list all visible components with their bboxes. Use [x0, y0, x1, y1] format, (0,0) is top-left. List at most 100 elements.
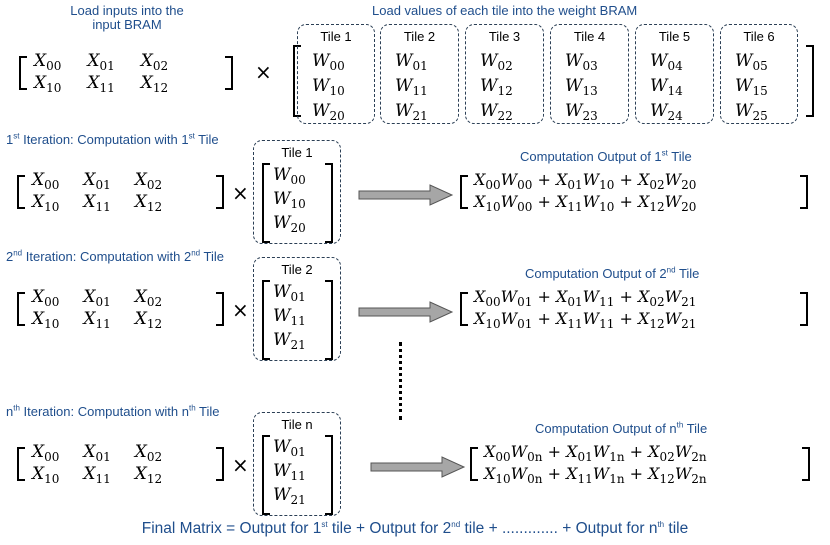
math-symbol: W13 — [565, 76, 598, 98]
math-symbol: X12 — [134, 464, 163, 486]
plus-sign: + — [542, 442, 567, 461]
output-left-bracket — [460, 175, 468, 209]
math-symbol: W11 — [273, 306, 306, 328]
title-part: Iteration: Computation with 2 — [22, 249, 192, 264]
math-symbol: W21 — [273, 485, 306, 507]
math-symbol: X00 — [32, 170, 60, 192]
weight-cell: W20 — [312, 99, 345, 124]
math-symbol: X00 — [32, 287, 60, 309]
final-matrix-caption: Final Matrix = Output for 1st tile + Out… — [0, 520, 830, 538]
math-symbol: W20 — [664, 192, 697, 214]
math-symbol: W01 — [273, 282, 306, 304]
iteration-title: 1st Iteration: Computation with 1st Tile — [6, 131, 219, 147]
math-symbol: X01 — [566, 442, 593, 464]
weight-cell: W10 — [312, 74, 345, 99]
math-symbol: W21 — [664, 287, 697, 309]
weight-cell: W11 — [395, 74, 428, 99]
title-part: Tile — [194, 132, 219, 147]
tile-label: Tile 2 — [403, 29, 436, 44]
weight-cell: W00 — [312, 49, 345, 74]
output-right-bracket — [802, 447, 810, 481]
weight-cell: W21 — [395, 99, 428, 124]
output-caption: Computation Output of 2nd Tile — [525, 266, 699, 281]
weight-cell: W22 — [480, 99, 513, 124]
math-symbol: W10 — [273, 189, 306, 211]
math-symbol: X10 — [474, 309, 501, 331]
final-part-2: tile + Output for 2 — [327, 520, 452, 537]
math-symbol: W21 — [273, 330, 306, 352]
output-caption: Computation Output of nth Tile — [535, 421, 707, 436]
math-symbol: W10 — [312, 76, 345, 98]
matrix-row: X10W00 + X11W10 + X12W20 — [474, 191, 696, 213]
math-symbol: W01 — [500, 287, 533, 309]
math-symbol: X11 — [83, 192, 111, 214]
math-symbol: X10 — [484, 464, 511, 486]
weight-cell: W14 — [650, 74, 683, 99]
final-part-4: tile — [664, 520, 689, 537]
title-part: nd — [191, 248, 201, 258]
tile-label: Tile 2 — [281, 262, 313, 277]
arrow-right-icon — [358, 301, 454, 323]
title-part: th — [189, 403, 196, 413]
weight-bram-caption: Load values of each tile into the weight… — [372, 3, 638, 18]
math-symbol: W22 — [480, 101, 513, 123]
math-symbol: X12 — [637, 309, 665, 331]
math-symbol: W23 — [565, 101, 598, 123]
output-caption: Computation Output of 1st Tile — [520, 149, 692, 164]
math-symbol: W00 — [500, 170, 533, 192]
math-symbol: X11 — [566, 464, 593, 486]
matrix-row: X00W0n + X01W1n + X02W2n — [484, 441, 707, 463]
matrix-row: X10W0n + X11W1n + X12W2n — [484, 463, 707, 485]
math-symbol: W2n — [674, 442, 707, 464]
weight-cell: W01 — [273, 280, 306, 304]
input-bram-caption-line1: Load inputs into the — [70, 3, 184, 18]
math-symbol: W11 — [582, 309, 615, 331]
arrow-right-icon — [370, 456, 466, 478]
math-symbol: W20 — [664, 170, 697, 192]
title-part: Iteration: Computation with 1 — [19, 132, 189, 147]
math-symbol: X00 — [34, 51, 62, 73]
math-symbol: X12 — [134, 309, 163, 331]
math-symbol: X00 — [474, 170, 501, 192]
tile-label: Tile 6 — [743, 29, 775, 44]
continuation-dots — [399, 342, 402, 420]
weight-right-bracket — [325, 435, 333, 515]
math-symbol: W11 — [395, 76, 428, 98]
multiply-symbol: × — [232, 298, 249, 322]
math-symbol: X02 — [637, 170, 665, 192]
math-symbol: W04 — [650, 51, 683, 73]
weight-cell: W21 — [273, 328, 306, 352]
math-symbol: X11 — [555, 309, 583, 331]
input-matrix-left-bracket — [19, 56, 27, 90]
final-sup-2: nd — [451, 519, 461, 529]
math-symbol: X02 — [637, 287, 665, 309]
math-symbol: W01 — [395, 51, 428, 73]
plus-sign: + — [542, 464, 567, 483]
title-part: st — [13, 131, 20, 141]
math-symbol: X01 — [83, 170, 111, 192]
math-symbol: X10 — [32, 309, 60, 331]
weight-cell: W04 — [650, 49, 683, 74]
weight-right-bracket — [325, 280, 333, 360]
math-symbol: X02 — [648, 442, 675, 464]
caption-part: Computation Output of 2 — [525, 266, 667, 281]
math-symbol: W15 — [735, 76, 768, 98]
final-part-1: Final Matrix = Output for 1 — [141, 520, 322, 537]
weight-cell: W11 — [273, 304, 306, 328]
math-symbol: X01 — [87, 51, 115, 73]
plus-sign: + — [624, 464, 649, 483]
input-bram-caption: Load inputs into the input BRAM — [37, 4, 217, 32]
input-bram-caption-line2: input BRAM — [92, 17, 162, 32]
tile-label: Tile 1 — [281, 145, 313, 160]
math-symbol: X12 — [648, 464, 675, 486]
plus-sign: + — [614, 192, 638, 211]
math-symbol: W1n — [592, 464, 625, 486]
